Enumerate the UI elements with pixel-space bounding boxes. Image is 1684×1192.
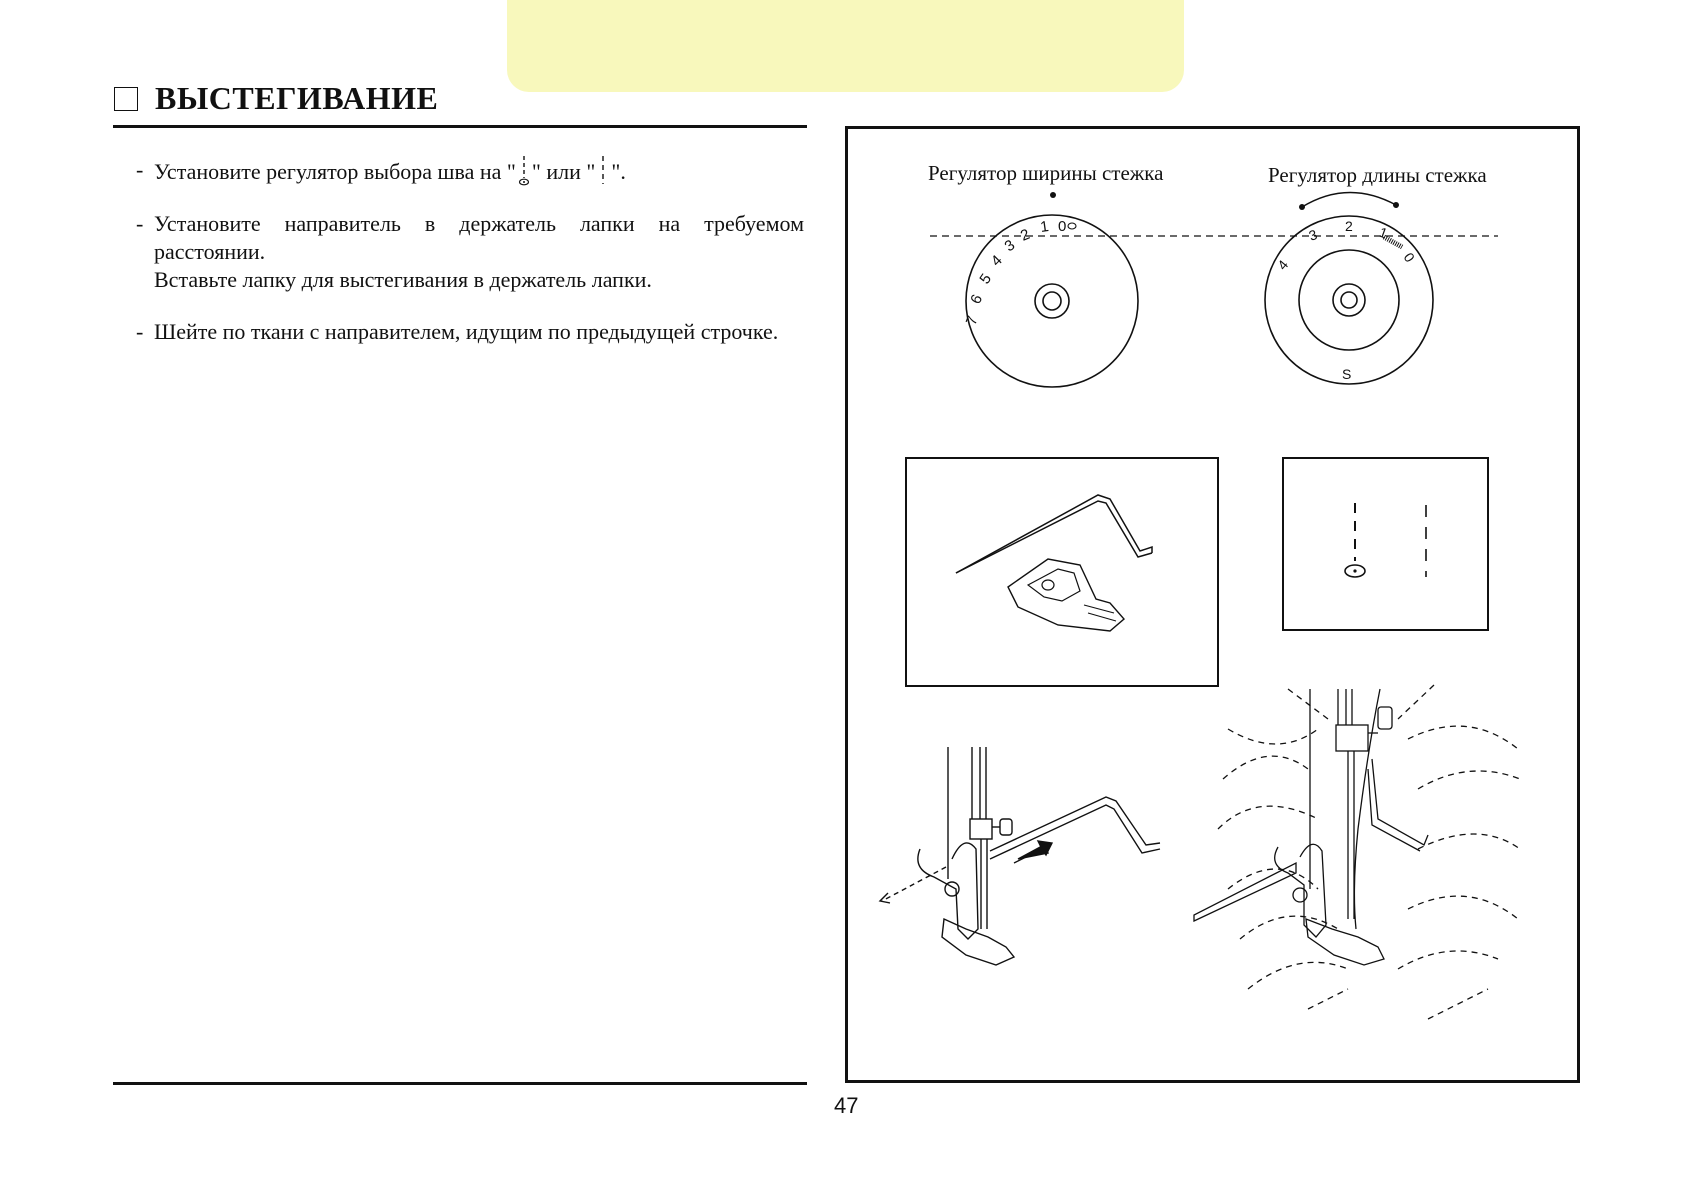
bottom-rule bbox=[113, 1082, 807, 1085]
width-dial-number: 0 bbox=[1058, 218, 1066, 235]
stitch-width-dial: 7 6 5 4 3 2 1 0 bbox=[963, 192, 1139, 388]
header-tab bbox=[507, 0, 1184, 92]
instruction-item: - Установите регулятор выбора шва на "" … bbox=[136, 156, 626, 186]
instruction-item: - Установите направитель в держатель лап… bbox=[136, 211, 804, 292]
checkbox-square-icon bbox=[114, 87, 138, 111]
quilting-foot-with-guide-illustration bbox=[905, 457, 1219, 687]
illustration-frame: Регулятор ширины стежка Регулятор длины … bbox=[845, 126, 1580, 1083]
stitch-pattern-box bbox=[1282, 457, 1489, 631]
width-dial-number: 5 bbox=[976, 271, 995, 288]
length-dial-number: 0 bbox=[1401, 250, 1419, 266]
page-title: ВЫСТЕГИВАНИЕ bbox=[155, 80, 439, 116]
quilting-stitching-illustration bbox=[1193, 684, 1521, 1020]
length-dial-label: Регулятор длины стежка bbox=[1268, 163, 1487, 187]
straight-stitch-buttonhole-icon bbox=[518, 156, 529, 186]
length-dial-number: 3 bbox=[1307, 226, 1320, 244]
illustration-svg: 7 6 5 4 3 2 1 0 4 3 2 1 bbox=[878, 191, 1521, 1020]
width-dial-number: 6 bbox=[967, 292, 986, 307]
stitch-length-dial: 4 3 2 1 0 S bbox=[1264, 191, 1434, 385]
instruction-item: - Шейте по ткани с направителем, идущим … bbox=[136, 319, 779, 344]
length-dial-number: 4 bbox=[1274, 257, 1291, 273]
instructions: - Установите регулятор выбора шва на "" … bbox=[136, 156, 804, 370]
width-dial-label: Регулятор ширины стежка bbox=[928, 161, 1164, 185]
width-dial-number: 2 bbox=[1018, 226, 1032, 245]
length-dial-number: 2 bbox=[1345, 218, 1353, 234]
straight-stitch-icon bbox=[602, 156, 605, 184]
width-dial-number: 7 bbox=[963, 314, 982, 328]
width-dial-number: 3 bbox=[1002, 237, 1019, 256]
width-dial-number: 1 bbox=[1039, 218, 1050, 236]
width-dial-number: 4 bbox=[988, 252, 1006, 270]
top-rule bbox=[113, 125, 807, 128]
sewing-with-guide-illustration bbox=[878, 747, 1161, 966]
length-dial-s: S bbox=[1342, 366, 1351, 382]
page-number: 47 bbox=[834, 1093, 859, 1118]
